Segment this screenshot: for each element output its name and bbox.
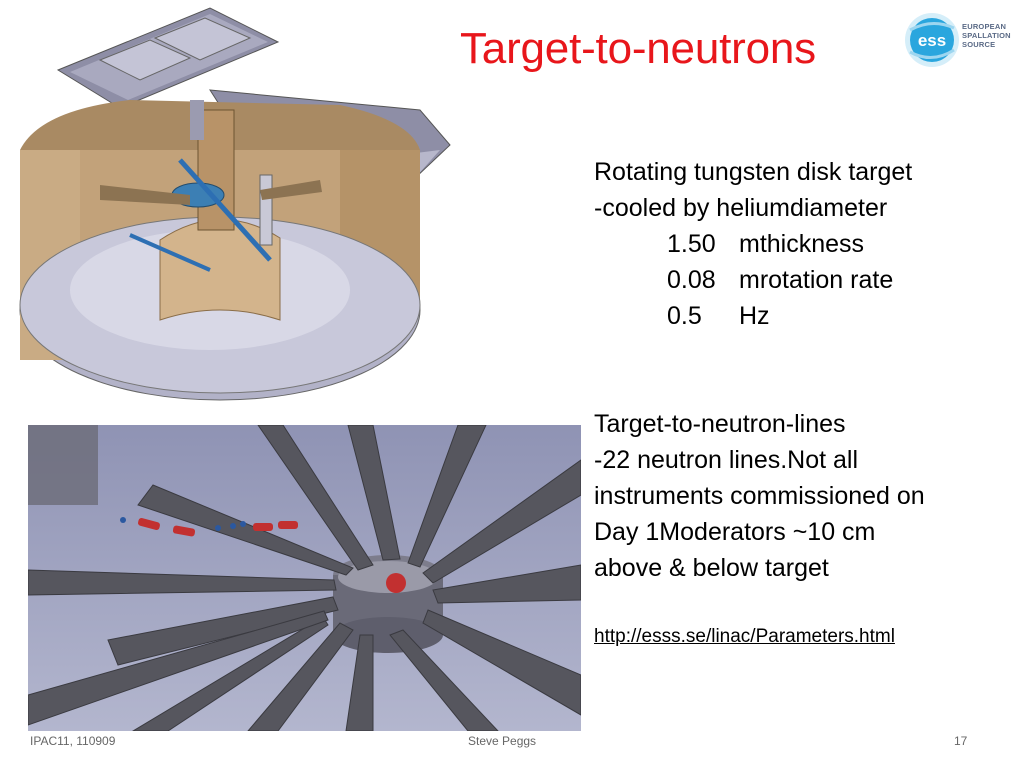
param-value: 1.50 xyxy=(667,230,716,258)
logo-line-2: SPALLATION xyxy=(962,31,1011,40)
parameters-link[interactable]: http://esss.se/linac/Parameters.html xyxy=(594,626,895,647)
footer-conference: IPAC11, 110909 xyxy=(30,734,116,748)
param-label: mthickness xyxy=(739,230,865,258)
section2-line: instruments commissioned on xyxy=(594,482,925,510)
footer-author: Steve Peggs xyxy=(468,734,537,748)
param-label: mrotation rate xyxy=(739,266,894,294)
param-value: 0.5 xyxy=(667,302,702,330)
neutron-lines-illustration xyxy=(28,425,581,731)
param-row: 0.5 Hz xyxy=(667,298,770,334)
logo-line-3: SOURCE xyxy=(962,40,996,49)
section2-line-text: 22 neutron lines.Not all xyxy=(602,446,859,474)
section2-line: Day 1Moderators ~10 cm xyxy=(594,518,876,546)
param-value: 0.08 xyxy=(667,266,716,294)
section1-bullet-text: cooled by heliumdiameter xyxy=(602,194,888,222)
section2-heading: Target-to-neutron-lines xyxy=(594,410,846,438)
logo-line-1: EUROPEAN xyxy=(962,22,1007,31)
slide-title: Target-to-neutrons xyxy=(460,24,816,73)
section1-bullet: -cooled by heliumdiameter xyxy=(594,190,887,226)
section2-line: -22 neutron lines.Not all xyxy=(594,442,858,478)
dash-bullet: - xyxy=(594,194,603,222)
section2-line: above & below target xyxy=(594,554,829,582)
param-label: Hz xyxy=(739,302,770,330)
dash-bullet: - xyxy=(594,446,603,474)
ess-logo: ess EUROPEAN SPALLATION SOURCE xyxy=(902,10,1018,70)
section1-heading: Rotating tungsten disk target xyxy=(594,158,913,186)
page-number: 17 xyxy=(954,734,968,748)
target-assembly-illustration xyxy=(19,7,451,401)
ess-logo-icon: ess xyxy=(905,13,959,67)
param-row: 0.08 mrotation rate xyxy=(667,262,893,298)
param-row: 1.50 mthickness xyxy=(667,226,864,262)
logo-mark: ess xyxy=(918,31,946,50)
